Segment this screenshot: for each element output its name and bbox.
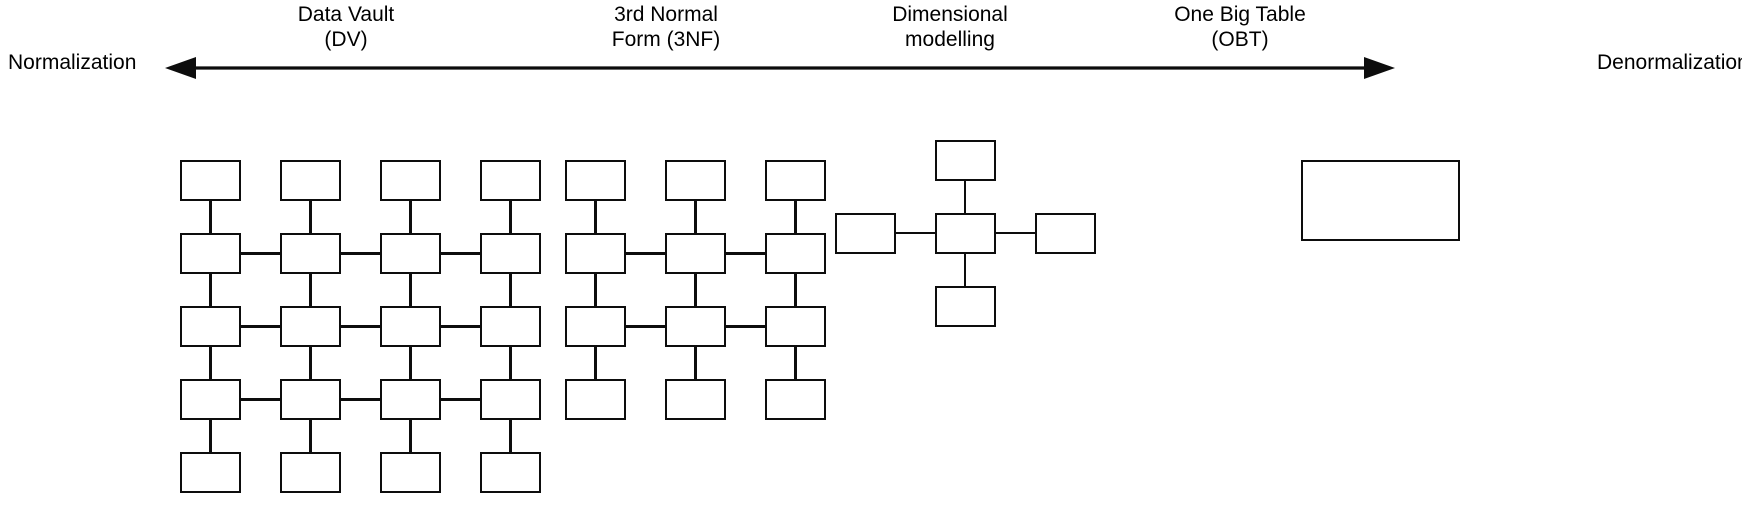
dv-vconn-r3c0 xyxy=(209,420,212,452)
dv-node-r4c3 xyxy=(480,452,541,493)
dv-vconn-r1c1 xyxy=(309,274,312,306)
dv-node-r0c0 xyxy=(180,160,241,201)
nf-node-r2c1 xyxy=(665,306,726,347)
dim-node-left xyxy=(834,212,896,254)
nf-node-r3c0 xyxy=(565,379,626,420)
dv-node-r0c1 xyxy=(280,160,341,201)
nf-vconn-r2c0 xyxy=(594,347,597,379)
dv-hconn-r3c0 xyxy=(241,398,280,401)
stage-title-one-big-table: One Big Table (OBT) xyxy=(1174,3,1306,51)
dv-vconn-r0c3 xyxy=(509,201,512,233)
dv-node-r0c2 xyxy=(380,160,441,201)
nf-node-r2c0 xyxy=(565,306,626,347)
dim-node-right xyxy=(1034,212,1096,254)
dv-hconn-r3c2 xyxy=(441,398,480,401)
dv-vconn-r3c2 xyxy=(409,420,412,452)
dv-hconn-r1c1 xyxy=(341,252,380,255)
nf-node-r0c1 xyxy=(665,160,726,201)
nf-vconn-r1c1 xyxy=(694,274,697,306)
dv-vconn-r0c1 xyxy=(309,201,312,233)
dv-hconn-r1c2 xyxy=(441,252,480,255)
stage-title-dimensional-modelling: Dimensional modelling xyxy=(892,3,1008,51)
dim-node-bottom xyxy=(934,285,996,327)
dv-vconn-r1c0 xyxy=(209,274,212,306)
nf-vconn-r1c0 xyxy=(594,274,597,306)
dv-node-r2c1 xyxy=(280,306,341,347)
dv-vconn-r0c2 xyxy=(409,201,412,233)
dv-vconn-r2c0 xyxy=(209,347,212,379)
nf-node-r0c2 xyxy=(765,160,826,201)
dv-vconn-r2c1 xyxy=(309,347,312,379)
dv-node-r3c2 xyxy=(380,379,441,420)
axis-label-normalization: Normalization xyxy=(8,51,137,74)
nf-vconn-r2c1 xyxy=(694,347,697,379)
stage-title-data-vault: Data Vault (DV) xyxy=(297,3,395,51)
dim-vconn-top xyxy=(963,180,967,213)
dv-node-r2c2 xyxy=(380,306,441,347)
dv-vconn-r1c2 xyxy=(409,274,412,306)
dim-hconn-left xyxy=(895,231,935,235)
nf-hconn-r2c1 xyxy=(726,325,765,328)
dv-hconn-r2c1 xyxy=(341,325,380,328)
obt-node-single xyxy=(1301,160,1460,241)
nf-node-r1c1 xyxy=(665,233,726,274)
dv-vconn-r1c3 xyxy=(509,274,512,306)
dv-node-r1c2 xyxy=(380,233,441,274)
dv-vconn-r0c0 xyxy=(209,201,212,233)
nf-node-r1c0 xyxy=(565,233,626,274)
nf-hconn-r2c0 xyxy=(626,325,665,328)
dv-hconn-r2c0 xyxy=(241,325,280,328)
dv-hconn-r2c2 xyxy=(441,325,480,328)
dv-node-r1c1 xyxy=(280,233,341,274)
nf-hconn-r1c0 xyxy=(626,252,665,255)
dv-vconn-r3c1 xyxy=(309,420,312,452)
dv-hconn-r1c0 xyxy=(241,252,280,255)
dv-node-r4c0 xyxy=(180,452,241,493)
dv-node-r3c3 xyxy=(480,379,541,420)
dv-vconn-r2c2 xyxy=(409,347,412,379)
dim-hconn-right xyxy=(995,231,1035,235)
dv-node-r1c0 xyxy=(180,233,241,274)
nf-node-r1c2 xyxy=(765,233,826,274)
dv-node-r1c3 xyxy=(480,233,541,274)
axis-label-denormalization: Denormalization xyxy=(1597,51,1742,74)
dim-node-center xyxy=(934,212,996,254)
dv-vconn-r2c3 xyxy=(509,347,512,379)
nf-vconn-r0c2 xyxy=(794,201,797,233)
dv-node-r4c1 xyxy=(280,452,341,493)
dv-node-r4c2 xyxy=(380,452,441,493)
nf-vconn-r0c0 xyxy=(594,201,597,233)
dv-node-r3c1 xyxy=(280,379,341,420)
dv-vconn-r3c3 xyxy=(509,420,512,452)
dv-node-r3c0 xyxy=(180,379,241,420)
dv-node-r2c3 xyxy=(480,306,541,347)
dv-node-r0c3 xyxy=(480,160,541,201)
nf-vconn-r0c1 xyxy=(694,201,697,233)
dim-node-top xyxy=(934,139,996,181)
dv-hconn-r3c1 xyxy=(341,398,380,401)
nf-hconn-r1c1 xyxy=(726,252,765,255)
nf-vconn-r2c2 xyxy=(794,347,797,379)
dim-vconn-bottom xyxy=(963,253,967,286)
nf-node-r3c1 xyxy=(665,379,726,420)
nf-node-r3c2 xyxy=(765,379,826,420)
stage-title-third-normal-form: 3rd Normal Form (3NF) xyxy=(611,3,721,51)
nf-node-r2c2 xyxy=(765,306,826,347)
dv-node-r2c0 xyxy=(180,306,241,347)
nf-node-r0c0 xyxy=(565,160,626,201)
nf-vconn-r1c2 xyxy=(794,274,797,306)
